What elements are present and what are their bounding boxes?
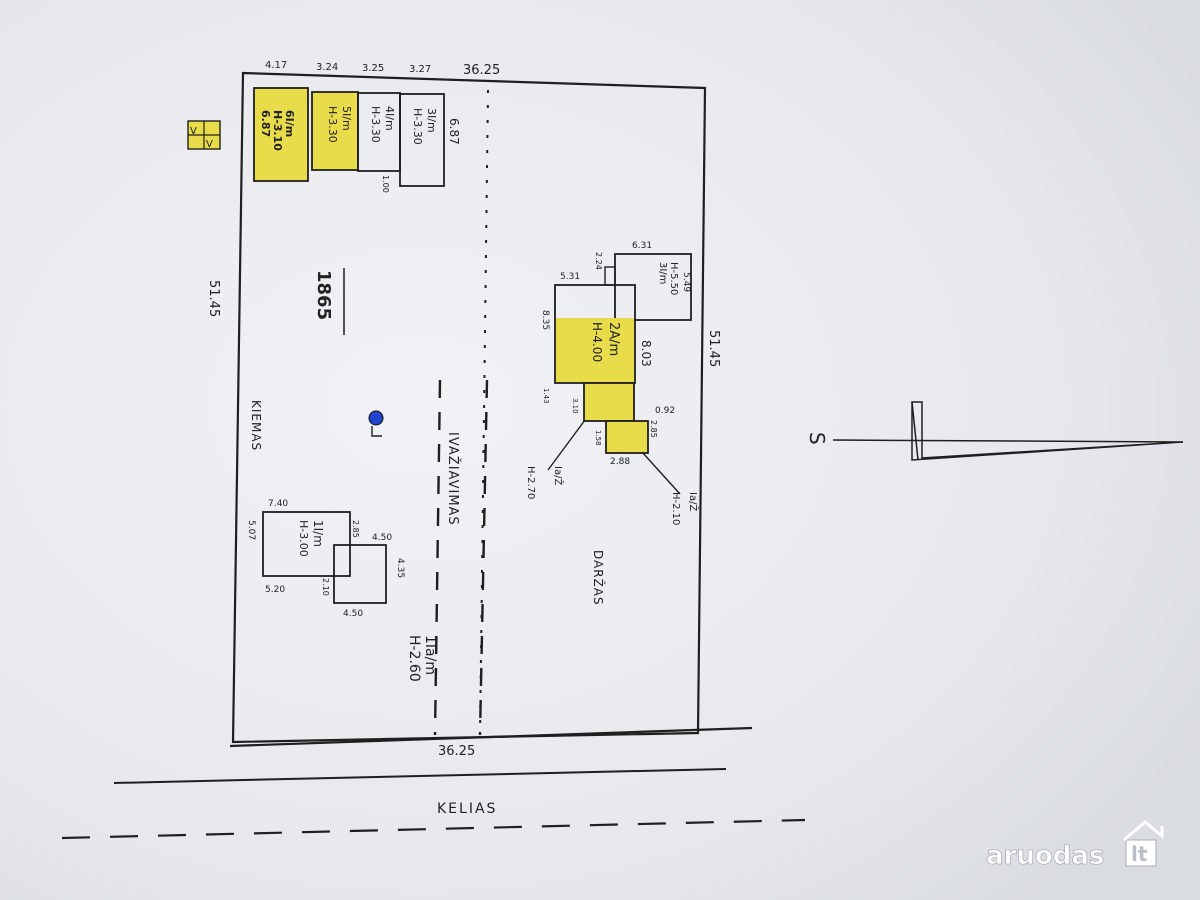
shed-dim-4: 5.20 xyxy=(265,585,285,595)
building-6-yellow xyxy=(253,87,309,182)
b3-code: 3I/m xyxy=(425,108,438,133)
zone-yard: KIEMAS xyxy=(249,400,263,451)
shed-dim-6: 2.85 xyxy=(351,520,360,538)
shed-dim-7: 4.35 xyxy=(395,558,405,578)
shed-code: 1I/m xyxy=(311,520,325,547)
north-arrow-label: S xyxy=(805,432,829,445)
dim-top-1: 4.17 xyxy=(265,60,287,71)
zone-road: KELIAS xyxy=(437,801,497,817)
shed-dim-5: 4.50 xyxy=(343,609,363,619)
annex-code: 3I/m xyxy=(657,262,668,284)
dim-top-3: 3.25 xyxy=(362,63,384,74)
porch1-height: H-2.70 xyxy=(525,466,536,499)
porch2-height: H-2.10 xyxy=(670,492,681,525)
house-height: H-4.00 xyxy=(590,322,604,362)
lot-divider-dotted xyxy=(479,89,489,736)
porch2-dim-4: 1.58 xyxy=(594,430,602,446)
annex-dim-1: 6.31 xyxy=(632,241,652,251)
b6-code: 6I/m xyxy=(283,110,296,137)
dim-top-2: 3.24 xyxy=(316,62,338,73)
b4-height: H-3.30 xyxy=(369,106,382,143)
front-width-bottom: 36.25 xyxy=(438,744,475,759)
b3-height: H-3.30 xyxy=(411,108,424,145)
front-width-top: 36.25 xyxy=(463,63,500,78)
carport-code: 1Ia/m xyxy=(422,635,438,675)
legend-mark-2: V xyxy=(206,139,213,150)
house-code: 2A/m xyxy=(606,322,621,356)
shed-height: H-3.00 xyxy=(297,520,310,557)
porch2-dim-2: 2.85 xyxy=(649,420,658,438)
house-annex-outline xyxy=(614,253,692,321)
house-dim-length: 8.03 xyxy=(639,340,653,367)
driveway-edge-right xyxy=(478,379,489,736)
watermark-tld-box xyxy=(1125,839,1157,867)
house-step xyxy=(604,266,616,286)
porch1-code: Ia/Ž xyxy=(552,466,565,485)
carport-height: H-2.60 xyxy=(406,635,422,682)
zone-driveway: IVAŽIAVIMAS xyxy=(445,432,461,526)
porch2-dim-3: 2.88 xyxy=(610,457,630,467)
b5-code: 5I/m xyxy=(340,106,353,131)
driveway-edge-left xyxy=(433,379,442,736)
porch-2-leader xyxy=(641,451,681,495)
north-arrow-head xyxy=(911,401,1184,461)
b5-height: H-3.30 xyxy=(326,106,339,143)
b3-depth: 6.87 xyxy=(447,118,461,145)
well-marker xyxy=(368,410,384,426)
zone-garden: DARŽAS xyxy=(591,550,606,606)
shed-dim-8: 2.10 xyxy=(321,578,330,596)
shed-dim-1: 7.40 xyxy=(268,499,288,509)
side-length-right: 51.45 xyxy=(706,330,721,367)
shed-dim-3: 4.50 xyxy=(372,533,392,543)
porch2-dim-1: 0.92 xyxy=(655,406,675,416)
b4-code: 4I/m xyxy=(383,106,396,131)
shed-outline xyxy=(262,511,351,577)
porch1-dim-2: 3.10 xyxy=(571,398,579,414)
road-line xyxy=(113,768,727,784)
aruodas-watermark: aruodas lt xyxy=(986,820,1164,871)
annex-dim-2: 2.24 xyxy=(594,252,603,270)
road-edge-line xyxy=(229,726,753,748)
house-dim-depth: 8.35 xyxy=(540,310,550,330)
shed-annex-outline xyxy=(333,544,387,604)
porch-1 xyxy=(583,382,635,422)
road-centre-dashes xyxy=(61,818,806,840)
house-dim-width: 5.31 xyxy=(560,272,580,282)
annex-height: H-5.50 xyxy=(668,262,679,295)
watermark-tld: lt xyxy=(1131,842,1148,866)
porch1-dim-1: 1.43 xyxy=(542,388,550,404)
shed-dim-2: 5.07 xyxy=(246,520,256,540)
side-length-left: 51.45 xyxy=(206,280,221,317)
house-yellow-fill xyxy=(556,318,634,382)
plot-boundary xyxy=(231,71,707,744)
porch2-code: Ia/Ž xyxy=(687,492,700,511)
north-arrow-shaft xyxy=(832,439,1184,443)
well-leader xyxy=(371,426,382,437)
legend-mark-1: V xyxy=(190,126,197,137)
row-extra-dim: 1.00 xyxy=(381,175,390,193)
watermark-brand: aruodas xyxy=(986,841,1104,871)
porch-2 xyxy=(605,420,649,454)
house-roof-icon xyxy=(1123,820,1164,842)
plot-number: 1865 xyxy=(313,270,334,320)
porch-1-leader xyxy=(547,419,586,471)
b6-height: H-3.10 xyxy=(271,110,284,151)
annex-dim-3: 5.49 xyxy=(681,272,691,292)
dim-top-4: 3.27 xyxy=(409,64,431,75)
b6-depth: 6.87 xyxy=(259,110,272,137)
building-3-outline xyxy=(399,93,445,187)
north-arrow-tick xyxy=(911,401,919,461)
